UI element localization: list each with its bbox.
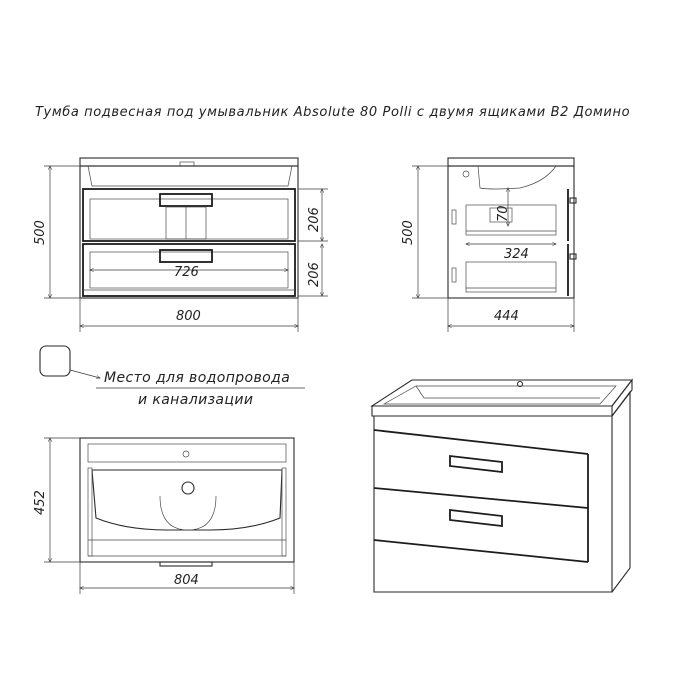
side-cabinet-body [447,165,575,299]
dim-top-width: 804 [174,573,199,588]
legend-hatch-swatch [39,345,71,377]
dim-lower-drawer-height: 206 [307,262,322,287]
front-lower-drawer [82,243,296,297]
top-faucet-hole [182,450,190,458]
side-sink-profile [477,165,557,190]
top-drain [181,481,195,495]
top-view: 804 452 [33,437,295,594]
iso-countertop-top [370,379,634,407]
iso-body-side [611,390,631,593]
dim-side-depth: 444 [494,309,519,324]
front-siphon-cap [179,161,195,167]
iso-lower-handle [449,508,503,528]
iso-body-front [373,415,613,593]
dim-side-gap: 70 [496,205,511,222]
front-sink-bowl [87,165,293,187]
legend-line-1: Место для водопровода [104,370,290,386]
dim-side-height: 500 [401,220,416,245]
isometric-view [370,378,634,593]
front-lower-handle [159,249,213,263]
dim-upper-drawer-height: 206 [307,207,322,232]
dim-top-depth: 452 [33,490,48,515]
top-basin [91,469,283,531]
front-cabinet-body [79,165,299,299]
side-lower-drawer-box [465,261,557,293]
top-handle [159,561,213,567]
iso-faucet-hole [516,380,524,388]
iso-countertop-front [371,405,613,417]
iso-basin-rim [382,385,617,405]
side-upper-drawer-box [465,204,557,236]
legend: Место для водопровода и канализации [39,345,305,408]
dim-inner-width: 726 [174,265,199,280]
dim-side-inner-depth: 324 [504,247,529,262]
iso-upper-handle [449,454,503,474]
front-view: 726 800 500 206 206 [33,157,328,332]
front-upper-drawer [82,188,296,242]
side-upper-handle [569,197,577,204]
dim-front-height: 500 [33,220,48,245]
side-lower-handle [569,253,577,260]
front-upper-handle [159,193,213,207]
side-countertop [447,157,575,167]
side-view: 70 324 444 500 [401,157,577,332]
dim-front-width: 800 [176,309,201,324]
front-upper-drawer-hatch [89,198,289,240]
drawing-title: Тумба подвесная под умывальник Absolute … [35,105,630,120]
legend-line-2: и канализации [138,392,253,408]
